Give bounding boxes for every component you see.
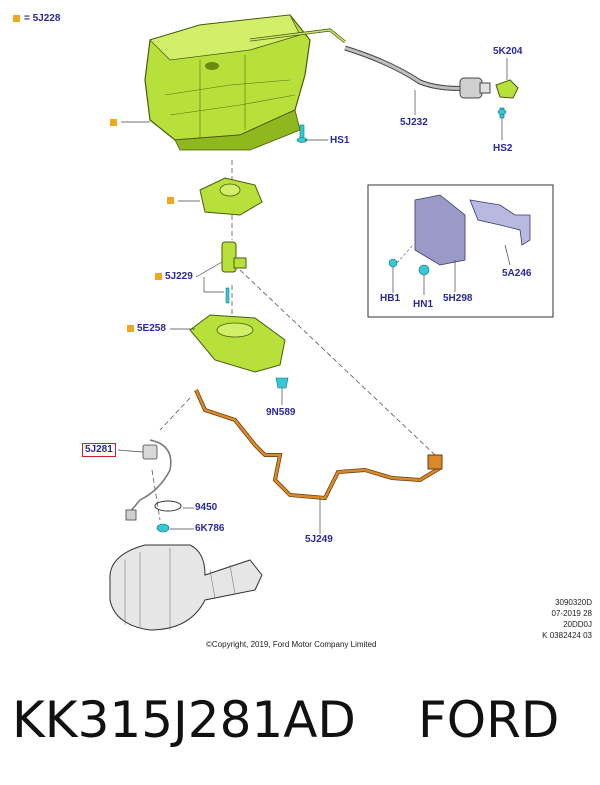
urea-tank-part bbox=[144, 14, 346, 151]
legend-marker-square bbox=[13, 15, 20, 22]
stamp-line-2: 07-2019 28 bbox=[551, 609, 592, 618]
catalytic-converter-part bbox=[109, 544, 263, 631]
stamp-line-3: 20DD0J bbox=[563, 620, 592, 629]
label-hb1: HB1 bbox=[380, 293, 401, 304]
label-5k204: 5K204 bbox=[493, 46, 523, 57]
5e258-marker-square bbox=[127, 325, 134, 332]
5j229-sensor-part bbox=[221, 241, 247, 304]
label-hn1: HN1 bbox=[413, 299, 434, 310]
hs2-bolt-part bbox=[497, 107, 507, 119]
label-9450: 9450 bbox=[195, 502, 218, 513]
9n589-fastener-part bbox=[275, 377, 289, 389]
6k786-stud-part bbox=[156, 523, 170, 533]
pump-module-part bbox=[199, 177, 263, 216]
heater-hose-part bbox=[344, 45, 491, 99]
label-5e258: 5E258 bbox=[137, 323, 166, 334]
part-number-heading: KK315J281AD bbox=[12, 691, 356, 749]
legend-text: = 5J228 bbox=[24, 13, 61, 24]
9450-gasket-part bbox=[154, 500, 182, 512]
5j229-marker-square bbox=[155, 273, 162, 280]
label-9n589: 9N589 bbox=[266, 407, 296, 418]
label-6k786: 6K786 bbox=[195, 523, 225, 534]
label-hs2: HS2 bbox=[493, 143, 513, 154]
drawing-stamp: 3090320D 07-2019 28 20DD0J K 0382424 03 bbox=[542, 597, 592, 641]
label-5h298: 5H298 bbox=[443, 293, 473, 304]
5j249-harness-part bbox=[194, 389, 443, 501]
5j281-sensor-part bbox=[125, 439, 172, 521]
hs1-bolt-part bbox=[296, 124, 308, 143]
5k204-connector-part bbox=[495, 79, 519, 99]
pump-marker-square bbox=[167, 197, 174, 204]
brand-heading: FORD bbox=[418, 691, 560, 749]
label-hs1: HS1 bbox=[330, 135, 350, 146]
label-5j249: 5J249 bbox=[305, 534, 333, 545]
tank-marker-square bbox=[110, 119, 117, 126]
label-5a246: 5A246 bbox=[502, 268, 532, 279]
inset-box bbox=[367, 184, 554, 318]
label-5j229: 5J229 bbox=[165, 271, 193, 282]
5e258-heater-part bbox=[189, 314, 286, 373]
copyright-notice: ©Copyright, 2019, Ford Motor Company Lim… bbox=[206, 640, 377, 649]
label-5j232: 5J232 bbox=[400, 117, 428, 128]
stamp-line-4: K 0382424 03 bbox=[542, 631, 592, 640]
stamp-line-1: 3090320D bbox=[555, 598, 592, 607]
label-5j281-highlighted: 5J281 bbox=[82, 443, 116, 457]
